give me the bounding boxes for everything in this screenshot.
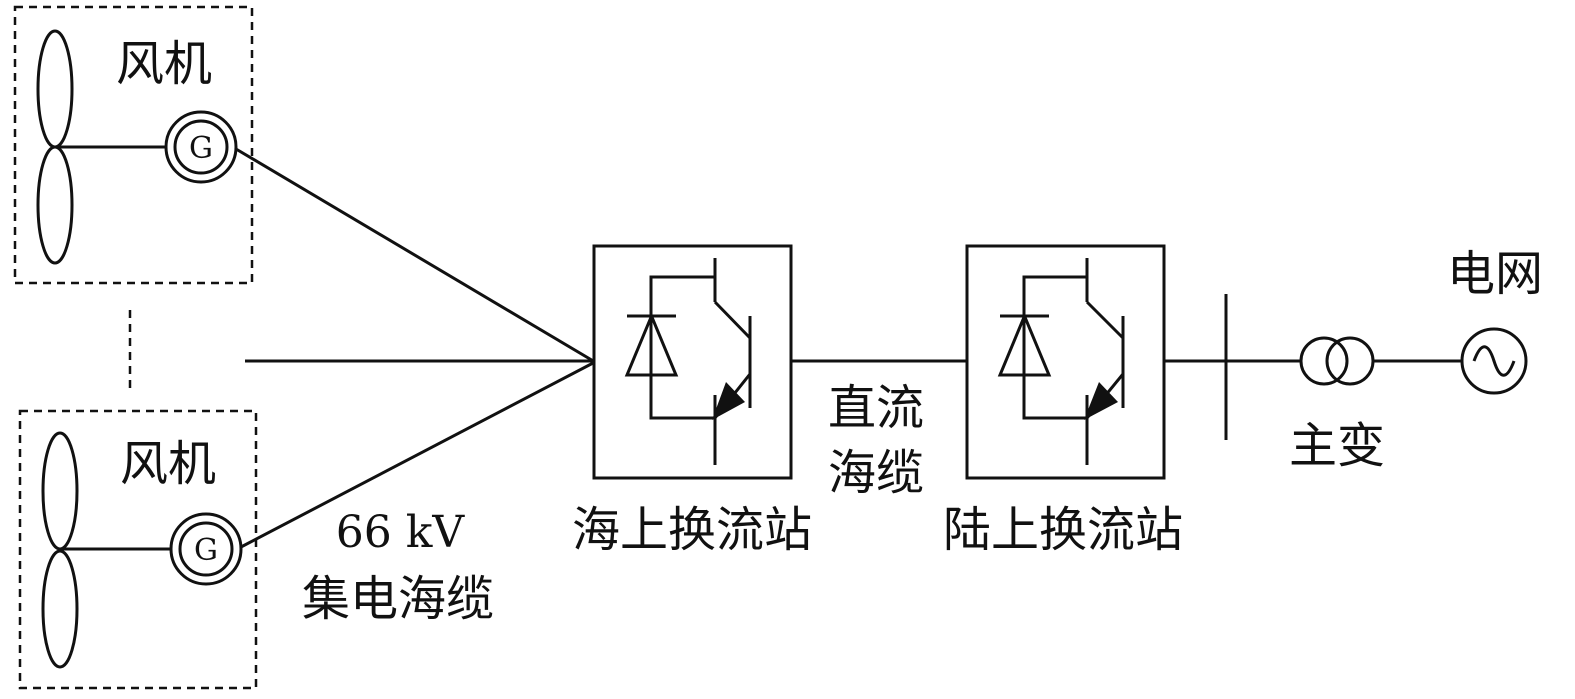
wind-turbine-top: G 风机 bbox=[13, 5, 254, 285]
turbine-top-blade-upper bbox=[36, 29, 74, 149]
turbine-bottom-blade-upper bbox=[41, 431, 79, 551]
collection-cable-label: 集电海缆 bbox=[302, 571, 494, 627]
onshore-converter-station bbox=[965, 244, 1166, 480]
wind-turbine-bottom: G 风机 bbox=[18, 409, 258, 690]
generator-top-label: G bbox=[189, 131, 213, 166]
turbine-bottom-label: 风机 bbox=[120, 436, 216, 492]
main-transformer-icon bbox=[1299, 336, 1375, 386]
turbine-bottom-boundary bbox=[18, 409, 258, 690]
generator-top-icon: G bbox=[164, 110, 238, 184]
dc-cable-label-line1: 直流 bbox=[828, 380, 924, 436]
diode-igbt-icon bbox=[997, 258, 1125, 465]
offshore-converter-station bbox=[592, 244, 793, 480]
onshore-station-label: 陆上换流站 bbox=[943, 502, 1183, 558]
grid-label: 电网 bbox=[1447, 246, 1543, 302]
main-transformer-label: 主变 bbox=[1289, 418, 1385, 474]
turbine-top-label: 风机 bbox=[116, 36, 212, 92]
generator-bottom-label: G bbox=[194, 533, 218, 568]
dc-cable-label-line2: 海缆 bbox=[828, 445, 924, 501]
turbine-bottom-blade-lower bbox=[41, 549, 79, 669]
turbine-top-blade-lower bbox=[36, 145, 74, 265]
diode-igbt-icon bbox=[624, 258, 752, 465]
onshore-converter-box bbox=[965, 244, 1166, 480]
generator-bottom-icon: G bbox=[169, 512, 243, 586]
collection-cable-voltage-label: 66 kV bbox=[336, 507, 466, 558]
offshore-station-label: 海上换流站 bbox=[572, 502, 812, 558]
collection-cables bbox=[235, 147, 596, 549]
offshore-converter-box bbox=[592, 244, 793, 480]
turbine-top-boundary bbox=[13, 5, 254, 285]
ac-grid-source-icon bbox=[1460, 327, 1528, 395]
